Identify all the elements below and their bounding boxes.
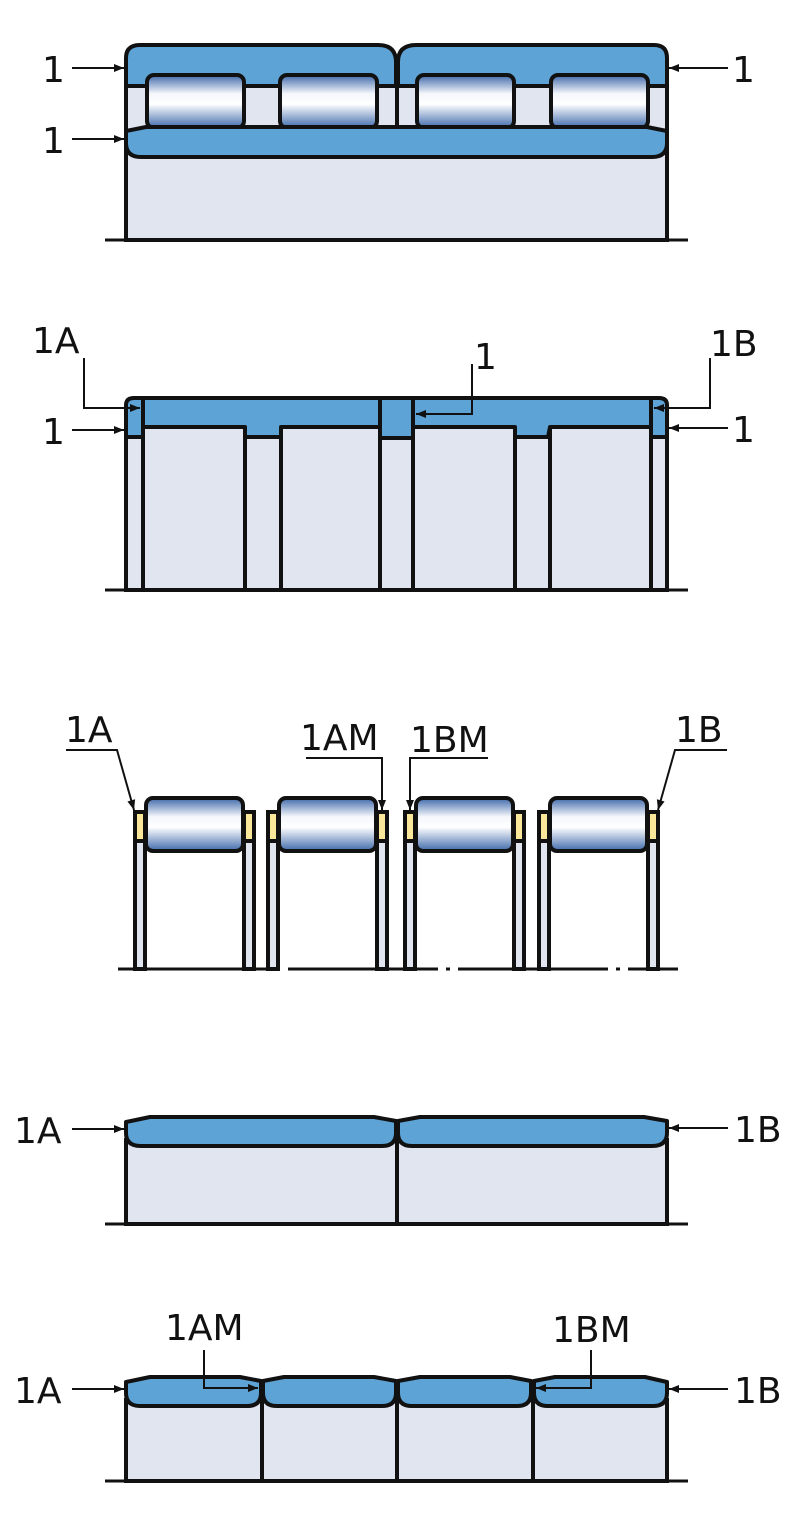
fig3-label-1b: 1B bbox=[675, 710, 723, 751]
fig1-label-inner-ring: 1 bbox=[42, 121, 65, 162]
fig3-label-1a: 1A bbox=[65, 710, 113, 751]
fig1-label-outer-right: 1 bbox=[732, 50, 755, 91]
fig5-ring bbox=[261, 1375, 398, 1408]
figure-3-roller-sets: 1A 1AM 1BM 1B bbox=[65, 710, 727, 971]
fig1-label-outer-left: 1 bbox=[42, 50, 65, 91]
fig3-label-1am: 1AM bbox=[300, 718, 379, 759]
fig5-ring bbox=[396, 1375, 533, 1408]
fig5-ring bbox=[532, 1375, 669, 1408]
fig4-label-1b: 1B bbox=[734, 1110, 782, 1151]
fig3-roller-set bbox=[133, 796, 256, 971]
fig3-roller-set bbox=[266, 796, 389, 971]
fig3-roller-set bbox=[403, 796, 526, 971]
fig2-bore-area bbox=[124, 423, 669, 592]
figure-5-four-rings: 1AM 1BM 1A 1B bbox=[14, 1308, 782, 1483]
fig5-ring bbox=[124, 1375, 263, 1408]
fig2-label-1b: 1B bbox=[710, 324, 758, 365]
fig2-label-right: 1 bbox=[732, 410, 755, 451]
figure-1-double-row-bearing: 1 1 1 bbox=[42, 43, 755, 242]
fig2-label-1a: 1A bbox=[32, 321, 80, 362]
fig3-roller-set bbox=[537, 796, 660, 971]
fig5-label-1am: 1AM bbox=[165, 1308, 244, 1349]
fig3-label-1bm: 1BM bbox=[410, 720, 489, 761]
fig5-label-1a: 1A bbox=[14, 1371, 62, 1412]
fig1-inner-ring bbox=[124, 125, 669, 159]
figure-2-split-outer-ring: 1A 1 1B 1 1 bbox=[32, 321, 758, 592]
fig2-label-left: 1 bbox=[42, 412, 65, 453]
fig2-center-spacer bbox=[378, 396, 415, 440]
fig4-label-1a: 1A bbox=[14, 1111, 62, 1152]
fig1-roller bbox=[415, 73, 516, 130]
fig5-label-1bm: 1BM bbox=[552, 1310, 631, 1351]
fig2-label-center: 1 bbox=[474, 337, 497, 378]
fig5-label-1b: 1B bbox=[734, 1371, 782, 1412]
fig1-roller bbox=[549, 73, 650, 130]
fig4-ring-left bbox=[124, 1115, 398, 1148]
fig4-ring-right bbox=[396, 1115, 669, 1148]
fig1-roller bbox=[278, 73, 379, 130]
figure-4-two-rings: 1A 1B bbox=[14, 1110, 782, 1226]
fig1-roller bbox=[145, 73, 246, 130]
